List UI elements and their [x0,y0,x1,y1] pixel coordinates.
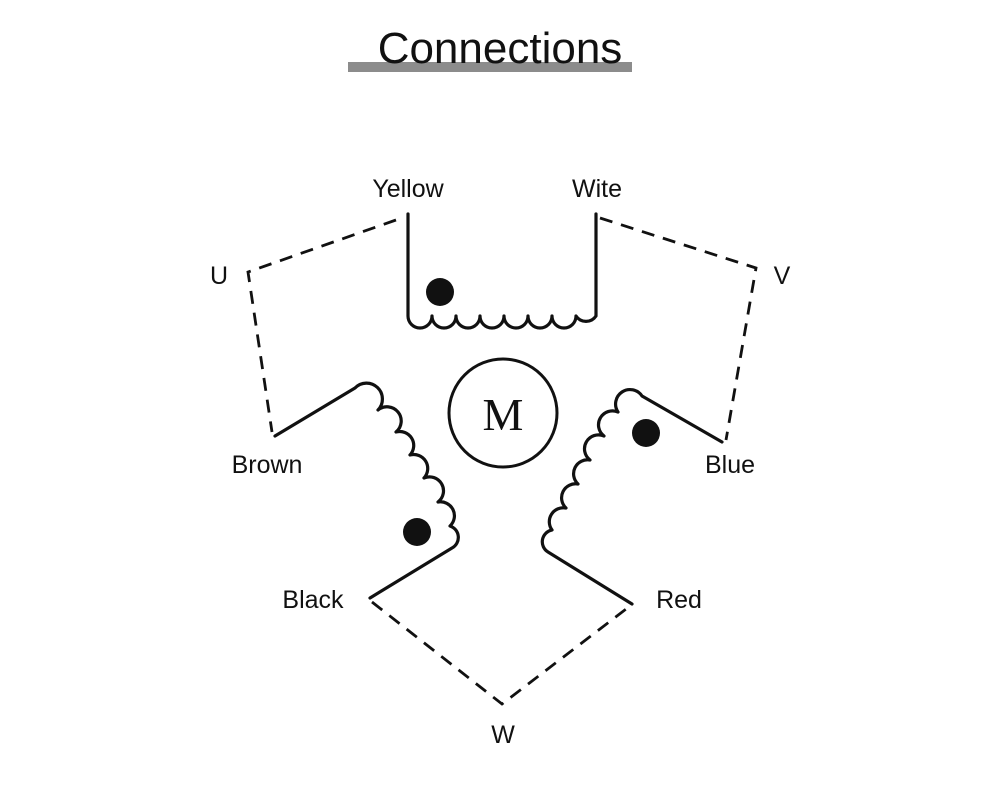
label-blue: Blue [705,451,755,479]
polarity-dot-left [403,518,431,546]
title-underline [348,62,632,72]
terminal-u: U [210,262,228,290]
dashed-link-w [371,600,631,706]
motor-label: M [483,389,524,440]
label-red: Red [656,586,702,614]
coil-right [540,388,724,606]
page-title: Connections [377,24,623,73]
label-brown: Brown [232,451,303,479]
label-black: Black [282,586,344,614]
coil-top [406,212,598,330]
label-white: Wite [572,175,622,203]
dashed-link-v [599,216,758,441]
label-yellow: Yellow [372,175,444,203]
polarity-dot-top [426,278,454,306]
polarity-dot-right [632,419,660,447]
terminal-w: W [491,721,515,749]
terminal-v: V [774,262,791,290]
title-block: Connections [0,22,1000,82]
coil-left [273,381,460,600]
dashed-link-u [246,218,397,433]
motor-circle [447,357,559,469]
